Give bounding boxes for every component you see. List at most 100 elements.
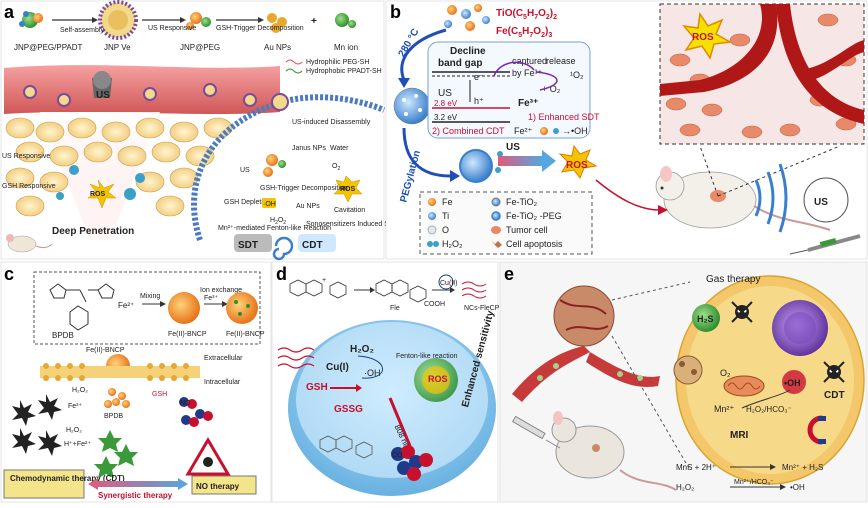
legend-fe-tio2-peg-dot [491,211,501,221]
name-jnp-peg: JNP@PEG [180,43,220,52]
label-co: CO [392,452,403,459]
label-mri: MRI [730,430,749,441]
label-captured: captured [512,56,547,66]
zoom-line-2 [611,335,691,471]
np-mn [335,13,356,28]
plus-sign: + [311,16,317,27]
product-wave [461,281,487,299]
label-us-responsive: US Responsive [148,25,196,32]
legend-apoptosis: Cell apoptosis [506,239,563,249]
inset-pointer-1 [699,145,719,197]
legend-o: O [442,225,449,235]
ros-burst-a2 [333,175,363,203]
arrow-280c [400,28,447,81]
capture-arrow [493,61,535,77]
name-jnp-ve: JNP Ve [104,43,131,52]
arrow-e-oh [741,389,791,409]
label-extracellular: Extracellular [204,355,243,362]
label-us-mouse: US [814,197,828,208]
skull-e2 [823,361,845,383]
mouse-e [551,411,677,491]
label-h2o2b: H₂O₂ [66,427,82,434]
precursor-dots [444,4,490,31]
panel-c: c BPDB Fe²⁺ Mixing Fe(II)-BNCP Ion excha… [0,261,272,503]
ros-label-a: ROS [90,191,106,198]
label-oh: ·OH [263,201,276,208]
vessel-e1 [512,346,590,402]
label-gssg: GSSG [334,404,363,415]
name-au-nps: Au NPs [264,43,291,52]
penetration-cone [40,112,160,240]
label-ion-exchange: Ion exchange [200,287,242,294]
syringe-e [511,415,561,449]
band-gap-box [427,41,591,139]
label-ros-d: ROS [428,374,448,384]
label-h-plus: H⁺+Fe²⁺ [64,441,91,448]
label-gsh-d: GSH [306,382,328,393]
cell-membrane [191,94,386,241]
label-decline: Decline [450,46,486,57]
label-us-band: US [438,88,452,99]
label-no-therapy: NO therapy [196,482,240,491]
label-by-fe: by Fe³⁺ [512,68,543,78]
legend-peg: Hydrophilic PEG-SH [306,59,369,66]
label-band-gap: band gap [438,58,482,69]
tumor-mass [553,285,615,347]
plus-d: + [322,277,326,284]
legend-o-dot [427,225,437,235]
fe-tio2-peg-particle [459,149,493,183]
label-ev1: 2.8 eV [434,99,458,108]
label-h2s: H₂S [697,314,714,324]
ros-burst-b [558,144,598,180]
cdt-label: CDT [302,240,323,251]
oh-bubble-e [782,370,806,394]
label-ros-b: ROS [566,160,588,171]
np-jnp-peg [186,12,211,30]
label-combined-cdt: 2) Combined CDT [432,126,505,136]
fe3-dots [234,300,250,316]
tumor-vessel-3 [800,40,864,82]
oh-bursts [12,394,62,456]
nanoparticle-e [673,355,703,385]
membrane-heads [43,363,189,381]
label-release: release [546,56,576,66]
label-cu: Cu(II) [440,280,458,287]
vessel-nps-e [537,363,643,381]
label-cavitation: Cavitation [334,207,365,214]
no-therapy-box [191,475,257,495]
panel-d: d + Fle COOH Cu(II) NCs-FleCP H₂O₂ Cu(I)… [271,261,500,503]
name-mn-ion: Mn ion [334,43,358,52]
fe-tio2-texture [402,94,422,116]
ros-label-a2: ROS [340,186,356,193]
skull-c [203,457,213,467]
np-jnp-peg-ppadt [19,11,43,28]
legend-fe-tio2-dot [491,197,501,207]
label-bpdb: BPDB [52,331,74,340]
label-oh-d: ·OH [364,368,381,378]
label-gsh-trigger-inner: GSH-Trigger Decomposition [260,185,348,192]
label-intracellular: Intracellular [204,379,241,386]
panel-c-label: c [4,264,14,284]
sdt-box [234,234,272,252]
eq1-right: Mn²⁺ + H₂S [782,463,823,472]
sdt-label: SDT [238,240,258,251]
label-cu1: Cu(I) [326,362,349,373]
label-fenton: Fenton-like reaction [396,353,458,360]
panel-a-label: a [4,2,15,22]
label-ros-inset: ROS [692,32,714,43]
panel-d-label: d [276,264,287,284]
h2s-bubble [692,304,720,332]
mouse-a [6,234,53,253]
label-gsh-c: GSH [152,391,167,398]
label-us-inner: US [240,167,250,174]
label-us-responsive-side: US Responsive [2,153,50,160]
label-enhanced-sdt: 1) Enhanced SDT [528,112,600,122]
label-h2o2-d: H₂O₂ [350,344,374,355]
cdt-box [298,234,336,252]
label-plus-o2: + O₂ [542,84,561,94]
fe2-dot [540,127,548,135]
np-jnp-ve [98,0,138,40]
eq2-left: H₂O₂ [676,483,694,492]
label-gsh-responsive: GSH Responsive [2,183,56,190]
label-synergy: Synergistic therapy [98,491,173,500]
